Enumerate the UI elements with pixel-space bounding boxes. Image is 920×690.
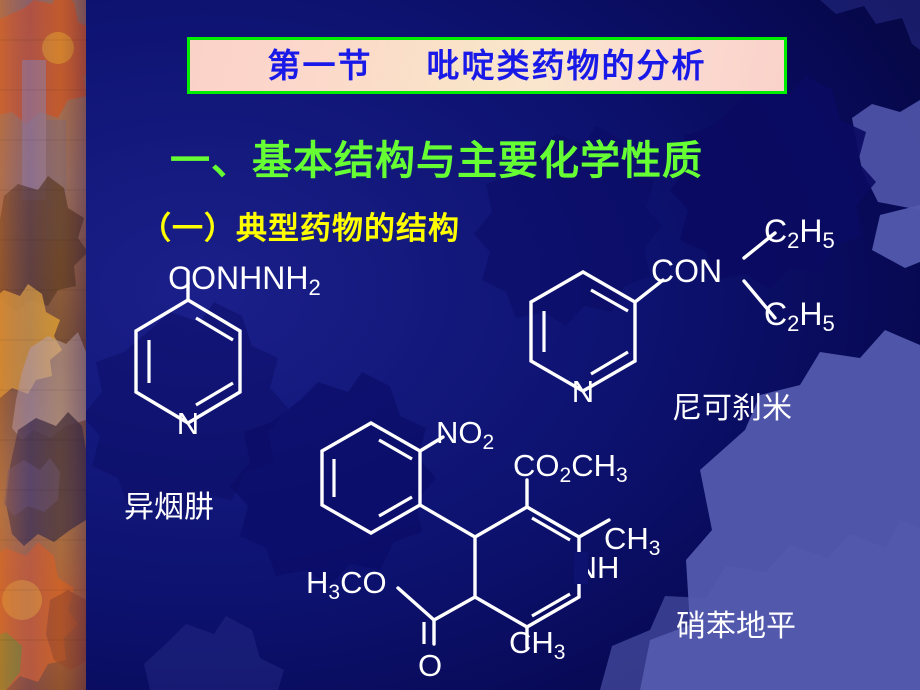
drug-name-nikethamide: 尼可刹米 — [672, 391, 792, 426]
drug-name-nifedipine: 硝苯地平 — [676, 609, 796, 644]
formula-ethyl-bottom: C2H5 — [764, 296, 835, 336]
atom-label-n-isoniazid: N — [177, 406, 199, 441]
formula-ch3-bottom: CH3 — [509, 625, 566, 664]
left-decorative-border — [0, 0, 86, 690]
subsection-heading: （一）典型药物的结构 — [140, 211, 460, 247]
title-banner: 第一节 吡啶类药物的分析 — [187, 37, 787, 94]
formula-h3co: H3CO — [306, 565, 387, 604]
formula-co2ch3: CO2CH3 — [513, 448, 628, 487]
atom-label-o-carbonyl: O — [418, 648, 442, 683]
formula-con: CON — [651, 253, 723, 289]
page-title: 第一节 吡啶类药物的分析 — [267, 46, 707, 85]
formula-conhnh2: CONHNH2 — [168, 260, 321, 301]
formula-conhnh2-main: CONHNH — [168, 260, 309, 296]
formula-no2: NO2 — [436, 415, 495, 454]
section-heading: 一、基本结构与主要化学性质 — [170, 138, 703, 184]
formula-conhnh2-sub: 2 — [308, 275, 321, 300]
drug-name-isoniazid: 异烟肼 — [124, 490, 214, 525]
formula-ch3-right: CH3 — [604, 521, 661, 560]
atom-label-n-nikethamide: N — [572, 374, 594, 409]
formula-ethyl-top: C2H5 — [764, 213, 835, 253]
